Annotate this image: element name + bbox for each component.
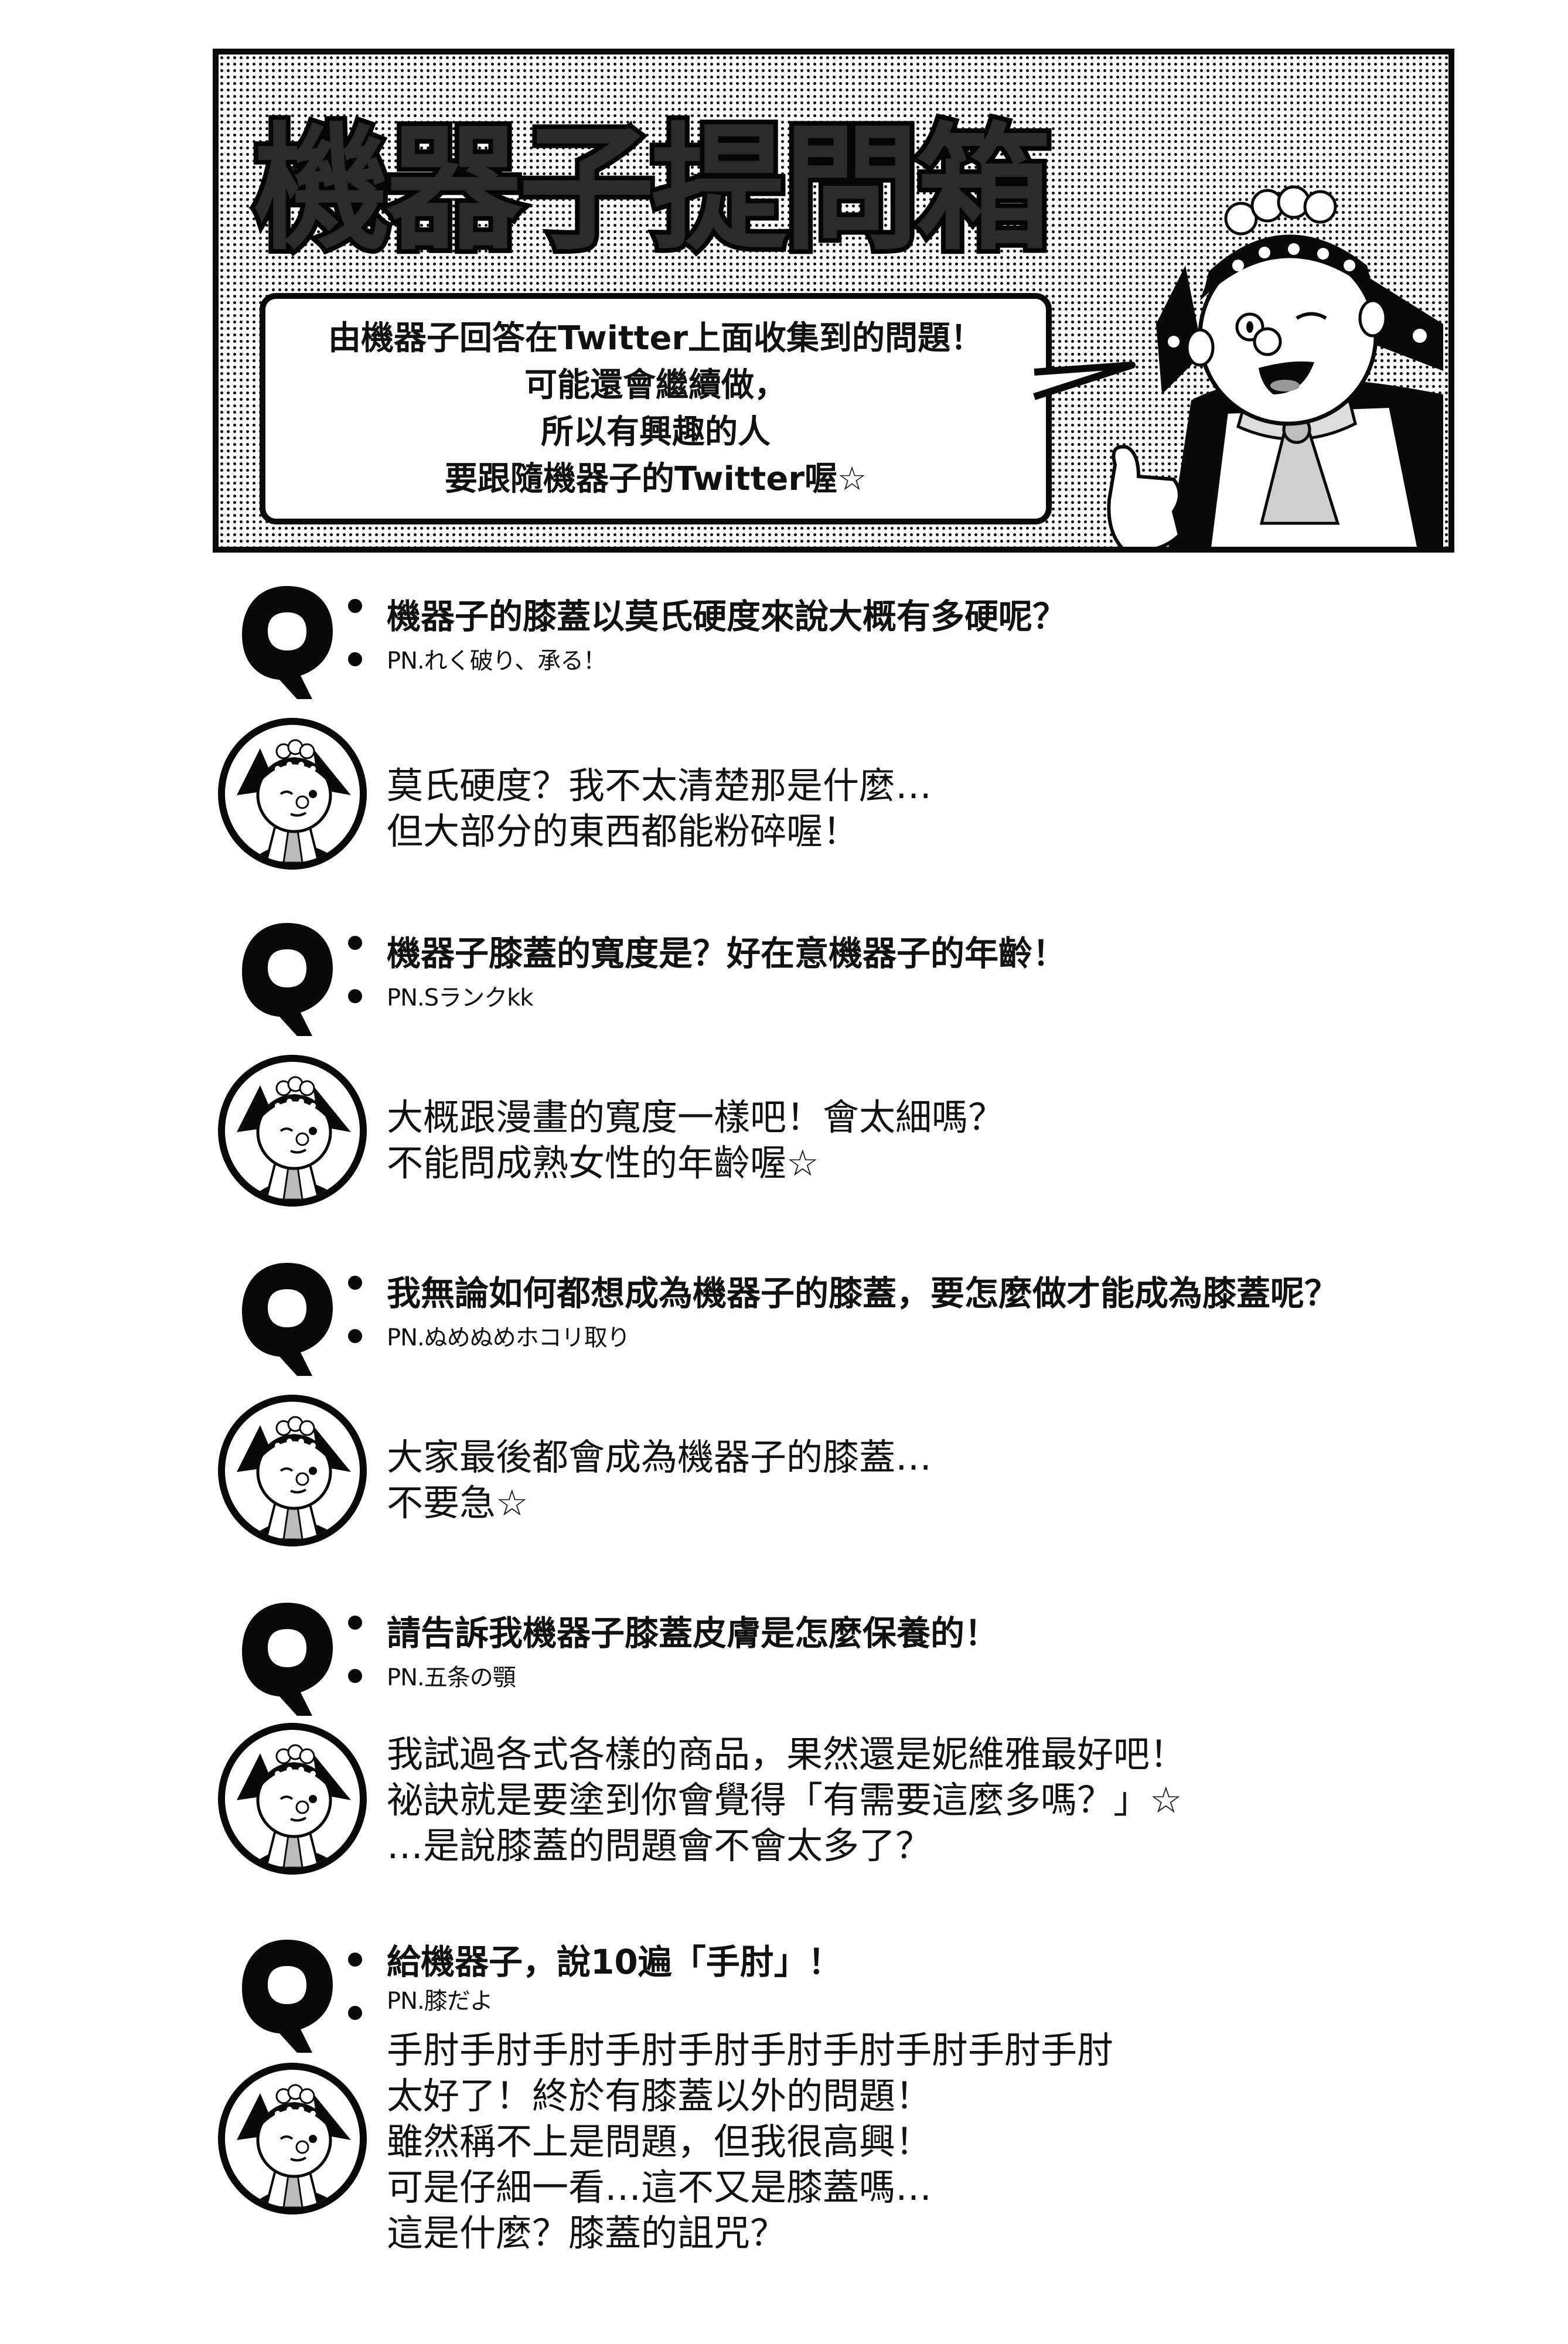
question-text: 我無論如何都想成為機器子的膝蓋，要怎麼做才能成為膝蓋呢？ [387, 1273, 1339, 1313]
question-text: 機器子膝蓋的寬度是？好在意機器子的年齡！ [387, 933, 1067, 973]
colon-dot-icon [348, 1616, 362, 1630]
answer-line: 祕訣就是要塗到你會覺得「有需要這麼多嗎？」☆ [387, 1779, 1182, 1821]
answer-avatar [218, 1055, 367, 1207]
answer-line: 手肘手肘手肘手肘手肘手肘手肘手肘手肘手肘 [387, 2029, 1114, 2072]
colon-dot-icon [348, 989, 362, 1003]
answer-line: 太好了！終於有膝蓋以外的問題！ [387, 2074, 932, 2117]
colon-dot-icon [348, 652, 362, 666]
question-text: 請告訴我機器子膝蓋皮膚是怎麼保養的！ [387, 1613, 999, 1653]
answer-avatar [218, 1395, 367, 1546]
q-letter-icon [242, 1263, 333, 1376]
maid-avatar-icon [237, 739, 351, 863]
answer-avatar [218, 718, 367, 870]
q-letter-icon [242, 923, 333, 1036]
answer-text: 手肘手肘手肘手肘手肘手肘手肘手肘手肘手肘 太好了！終於有膝蓋以外的問題！ 雖然稱… [387, 2028, 1113, 2256]
pen-name: PN.五条の顎 [387, 1664, 516, 1691]
answer-line: 大概跟漫畫的寬度一樣吧！會太細嗎？ [387, 1096, 1005, 1139]
q-letter-icon [242, 1603, 333, 1716]
pen-name: PN.Sランクkk [387, 984, 533, 1011]
question-text: 給機器子，說10遍「手肘」！ [387, 1942, 842, 1982]
colon-dot-icon [348, 1953, 362, 1967]
q-letter-icon [242, 1940, 333, 2053]
q-letter-icon [242, 586, 333, 699]
question-row: 機器子的膝蓋以莫氏硬度來說大概有多硬呢？ PN.れく破り、承る！ [237, 583, 1556, 700]
answer-line: 不能問成熟女性的年齡喔☆ [387, 1142, 819, 1184]
colon-dot-icon [348, 1329, 362, 1343]
answer-line: …是說膝蓋的問題會不會太多了？ [387, 1824, 932, 1867]
answer-text: 大家最後都會成為機器子的膝蓋… 不要急☆ [387, 1435, 932, 1526]
bubble-line: 可能還會繼續做， [524, 366, 787, 404]
answer-line: 可是仔細一看…這不又是膝蓋嗎… [387, 2166, 932, 2209]
answer-text: 莫氏硬度？我不太清楚那是什麼… 但大部分的東西都能粉碎喔！ [387, 763, 932, 854]
question-text: 機器子的膝蓋以莫氏硬度來說大概有多硬呢？ [387, 597, 1067, 636]
pen-name: PN.ぬめぬめホコリ取り [387, 1324, 630, 1351]
bubble-line: 要跟隨機器子的Twitter喔☆ [444, 459, 867, 498]
speech-bubble-tail [1027, 362, 1136, 400]
bubble-line: 所以有興趣的人 [541, 413, 771, 451]
answer-line: 雖然稱不上是問題，但我很高興！ [387, 2120, 932, 2163]
question-row: 請告訴我機器子膝蓋皮膚是怎麼保養的！ PN.五条の顎 [237, 1600, 1556, 1717]
colon-dot-icon [348, 1276, 362, 1290]
bubble-line: 由機器子回答在Twitter上面收集到的問題！ [328, 319, 984, 357]
colon-dot-icon [348, 2006, 362, 2020]
answer-text: 大概跟漫畫的寬度一樣吧！會太細嗎？ 不能問成熟女性的年齡喔☆ [387, 1095, 1004, 1186]
answer-line: 大家最後都會成為機器子的膝蓋… [387, 1436, 932, 1478]
question-row: 機器子膝蓋的寬度是？好在意機器子的年齡！ PN.Sランクkk [237, 920, 1556, 1037]
answer-line: 不要急☆ [387, 1481, 529, 1524]
header-panel: 機器子提問箱 由機器子回答在Twitter上面收集到的問題！ 可能還會繼續做， … [213, 49, 1454, 553]
maid-avatar-icon [237, 1416, 351, 1539]
colon-dot-icon [348, 599, 362, 613]
maid-avatar-icon [237, 1744, 351, 1868]
answer-line: 莫氏硬度？我不太清楚那是什麼… [387, 764, 932, 807]
question-row: 給機器子，說10遍「手肘」！ PN.膝だよ [237, 1937, 1556, 2054]
question-row: 我無論如何都想成為機器子的膝蓋，要怎麼做才能成為膝蓋呢？ PN.ぬめぬめホコリ取… [237, 1260, 1556, 1377]
maid-avatar-icon [237, 2084, 351, 2207]
maid-character-illustration [1107, 185, 1443, 547]
answer-avatar [218, 2063, 367, 2214]
colon-dot-icon [348, 936, 362, 950]
page-title: 機器子提問箱 [249, 110, 1056, 268]
answer-avatar [218, 1723, 367, 1875]
pen-name: PN.れく破り、承る！ [387, 648, 606, 674]
answer-line: 這是什麼？膝蓋的詛咒？ [387, 2212, 787, 2254]
answer-line: 我試過各式各樣的商品，果然還是妮維雅最好吧！ [387, 1733, 1187, 1776]
speech-bubble: 由機器子回答在Twitter上面收集到的問題！ 可能還會繼續做， 所以有興趣的人… [260, 293, 1052, 524]
colon-dot-icon [348, 1669, 362, 1683]
pen-name: PN.膝だよ [387, 1988, 493, 2015]
maid-avatar-icon [237, 1076, 351, 1200]
answer-text: 我試過各式各樣的商品，果然還是妮維雅最好吧！ 祕訣就是要塗到你會覺得「有需要這麼… [387, 1732, 1186, 1869]
answer-line: 但大部分的東西都能粉碎喔！ [387, 810, 860, 853]
